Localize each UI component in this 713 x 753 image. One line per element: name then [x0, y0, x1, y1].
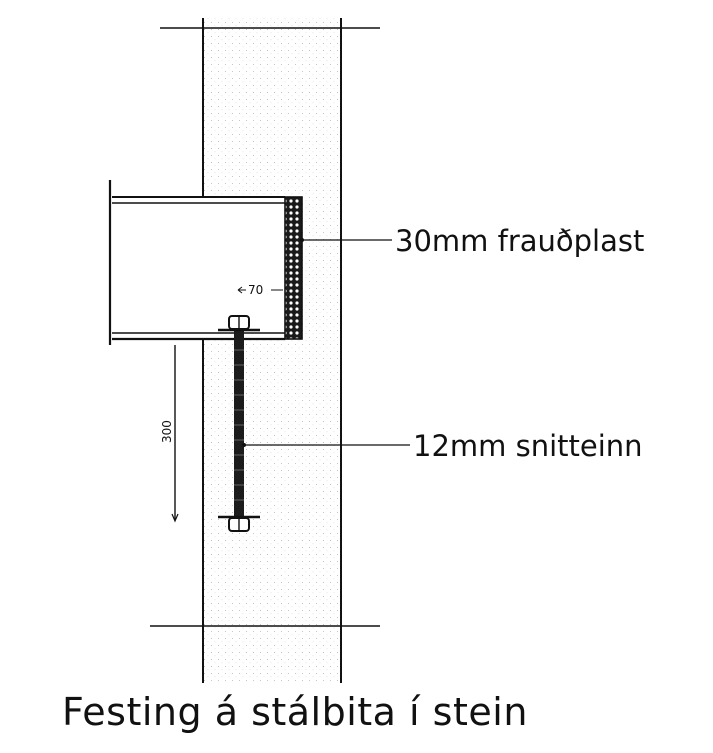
insulation-label: 30mm frauðplast [395, 224, 644, 258]
threaded-rod [234, 322, 244, 520]
stone-wall [202, 18, 342, 683]
drawing-title: Festing á stálbita í stein [62, 690, 528, 734]
insulation-leader-dot [300, 238, 304, 242]
dimension-300: 300 [160, 345, 179, 523]
top-nut [218, 315, 260, 332]
dim-300-label: 300 [160, 420, 174, 443]
dimension-70: 70 [237, 283, 283, 297]
steel-beam [108, 180, 285, 345]
bottom-nut [218, 515, 260, 532]
foam-insulation [284, 196, 303, 340]
rod-leader-dot [242, 443, 246, 447]
rod-label: 12mm snitteinn [413, 429, 643, 463]
dim-70-label: 70 [248, 283, 263, 297]
